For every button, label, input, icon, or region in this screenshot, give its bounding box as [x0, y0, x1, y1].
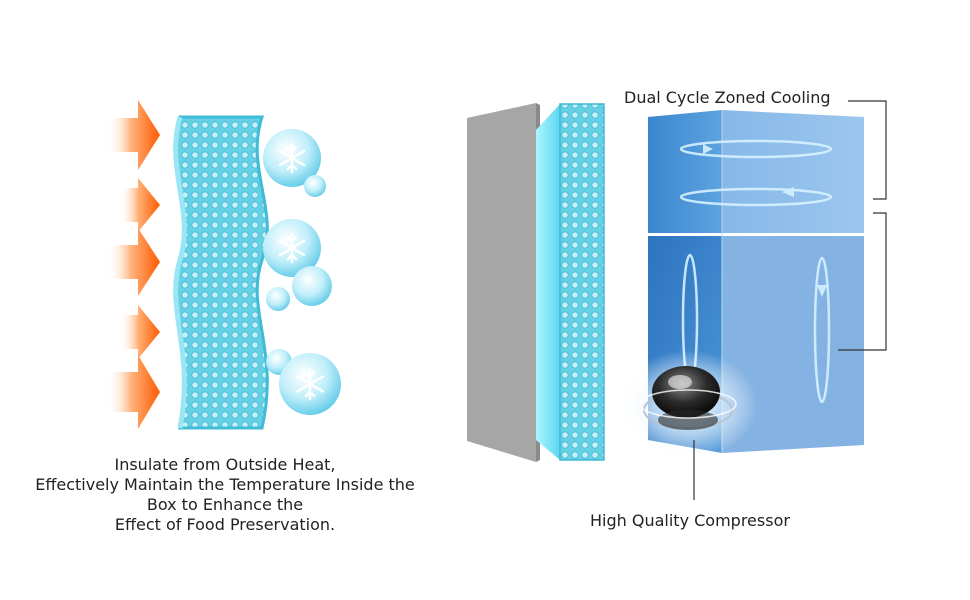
- heat-arrow-icon: [120, 305, 160, 359]
- heat-arrow-icon: [108, 100, 160, 170]
- dual-cycle-label: Dual Cycle Zoned Cooling: [624, 88, 831, 107]
- caption-line: Effect of Food Preservation.: [114, 515, 336, 534]
- caption-line: Insulate from Outside Heat,: [114, 455, 336, 474]
- snowflake-icon: [295, 367, 325, 401]
- door-insulation-panel: [559, 103, 605, 461]
- cold-bubbles: [263, 129, 341, 415]
- caption-line: Box to Enhance the: [146, 495, 304, 514]
- door-glass-panel: [536, 104, 560, 460]
- heat-arrow-icon: [120, 178, 160, 232]
- compressor-icon: [618, 350, 758, 460]
- callout-lines: [693, 100, 887, 500]
- door-grey-panel: [467, 103, 540, 462]
- insulation-caption: Insulate from Outside Heat, Effectively …: [15, 455, 435, 535]
- heat-arrow-icon: [108, 228, 160, 296]
- insulation-layer: [173, 115, 269, 430]
- caption-line: Effectively Maintain the Temperature Ins…: [35, 475, 415, 494]
- airflow-rings: [679, 139, 833, 404]
- heat-arrows: [108, 100, 160, 429]
- snowflake-icon: [278, 142, 306, 174]
- heat-arrow-icon: [108, 355, 160, 429]
- snowflake-icon: [278, 232, 306, 264]
- compressor-label: High Quality Compressor: [590, 511, 790, 530]
